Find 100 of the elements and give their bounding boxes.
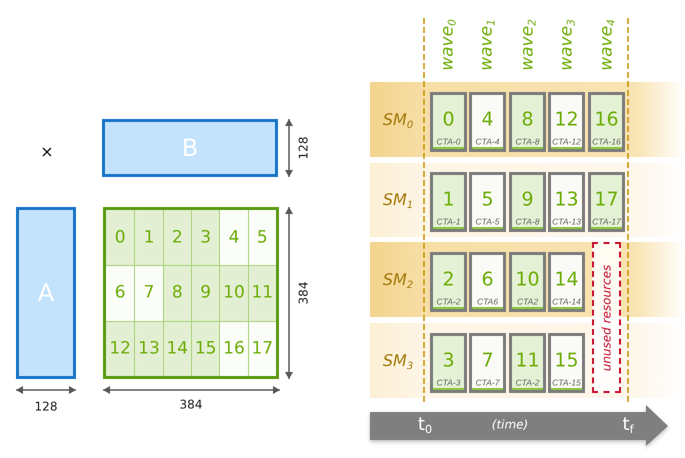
tile-number: 4 <box>481 110 494 131</box>
tile-number: 15 <box>554 350 579 372</box>
dimension-label: 128 <box>297 136 311 160</box>
tile-number: 17 <box>252 339 274 358</box>
tile-number: 8 <box>172 284 183 303</box>
cta-label: CTA-12 <box>552 137 581 147</box>
tile-number: 1 <box>144 228 154 247</box>
cta-block <box>509 92 546 152</box>
cta-label: CTA-8 <box>516 217 540 227</box>
cta-label: CTA-14 <box>552 297 581 307</box>
output-tile <box>219 320 248 376</box>
output-matrix-grid <box>103 207 279 379</box>
tile-number: 7 <box>481 350 494 372</box>
cta-label: CTA-2 <box>436 297 460 307</box>
cta-block <box>469 252 506 312</box>
output-tile <box>191 265 220 321</box>
cta-label: CTA-13 <box>552 217 581 227</box>
tile-number: 6 <box>481 270 494 291</box>
tile-number: 16 <box>223 339 245 358</box>
dimension-label: 128 <box>34 400 58 414</box>
matrix-label: B <box>182 134 198 162</box>
tile-number: 14 <box>166 339 188 358</box>
output-tile <box>134 265 163 321</box>
output-tile <box>248 210 276 266</box>
cta-block <box>430 172 467 232</box>
tile-number: 9 <box>521 190 534 211</box>
cta-block <box>548 333 585 393</box>
output-tile <box>106 210 134 266</box>
tile-number: 14 <box>554 270 579 291</box>
cta-block <box>509 252 546 312</box>
tile-number: 15 <box>194 339 216 358</box>
multiply-sign: × <box>40 143 54 161</box>
cta-block <box>588 172 625 232</box>
tile-number: 0 <box>442 110 455 131</box>
sm-label: SM$_{2}$ <box>382 270 414 288</box>
tile-number: 0 <box>114 228 126 247</box>
cta-block <box>548 252 585 312</box>
cta-block <box>588 92 625 152</box>
output-tile <box>191 320 220 376</box>
output-tile <box>134 210 163 266</box>
cta-block <box>469 172 506 232</box>
output-tile <box>191 210 220 266</box>
cta-block <box>430 92 467 152</box>
cta-block <box>548 172 585 232</box>
tile-number: 7 <box>144 284 154 303</box>
tile-number: 1 <box>442 190 455 211</box>
matrix-block <box>102 119 278 177</box>
unused-label: unused resources <box>600 264 614 371</box>
cta-label: CTA-17 <box>592 217 621 227</box>
time-point-label: t$_{0}$ <box>418 415 432 435</box>
cta-block <box>469 92 506 152</box>
cta-label: CTA-4 <box>476 137 500 147</box>
axis-label: (time) <box>492 418 528 432</box>
cta-label: CTA-7 <box>476 378 500 388</box>
cta-label: CTA-3 <box>436 378 460 388</box>
output-tile <box>106 320 134 376</box>
cta-label: CTA-15 <box>552 378 581 388</box>
cta-block <box>469 333 506 393</box>
sm-label: SM$_{0}$ <box>382 110 414 128</box>
dimension-label: 384 <box>180 398 202 412</box>
sm-row-band <box>370 82 685 157</box>
tile-number: 5 <box>481 190 494 211</box>
matrix-block <box>16 207 76 379</box>
cta-label: CTA-2 <box>516 378 540 388</box>
output-tile <box>248 265 276 321</box>
cta-block <box>548 92 585 152</box>
tile-number: 9 <box>200 284 212 303</box>
cta-label: CTA-16 <box>592 137 621 147</box>
tile-number: 11 <box>515 350 540 372</box>
cta-block <box>509 333 546 393</box>
cta-label: CTA-8 <box>516 137 540 147</box>
tile-number: 11 <box>252 284 274 303</box>
cta-label: CTA-5 <box>476 217 500 227</box>
cta-label: CTA6 <box>476 297 498 307</box>
tile-number: 6 <box>114 284 126 303</box>
matrix-label: A <box>38 280 54 306</box>
sm-label: SM$_{3}$ <box>382 352 414 370</box>
tile-number: 16 <box>594 110 619 131</box>
tile-number: 2 <box>442 270 455 291</box>
dimension-label: 384 <box>297 282 311 304</box>
time-arrow <box>370 404 670 448</box>
output-tile <box>106 265 134 321</box>
output-tile <box>134 320 163 376</box>
cta-block <box>509 172 546 232</box>
cta-block <box>430 252 467 312</box>
output-tile <box>219 265 248 321</box>
cta-block <box>430 333 467 393</box>
output-tile <box>162 210 191 266</box>
time-point-label: t$_{f}$ <box>622 415 634 435</box>
output-tile <box>219 210 248 266</box>
tile-number: 4 <box>228 228 240 247</box>
output-tile <box>162 320 191 376</box>
cta-label: CTA-1 <box>436 217 460 227</box>
unused-slot <box>592 242 621 393</box>
tile-number: 5 <box>256 228 268 247</box>
tile-number: 8 <box>521 110 534 131</box>
tile-number: 2 <box>172 228 183 247</box>
cta-label: CTA2 <box>516 297 538 307</box>
tile-number: 10 <box>515 270 540 291</box>
output-tile <box>162 265 191 321</box>
